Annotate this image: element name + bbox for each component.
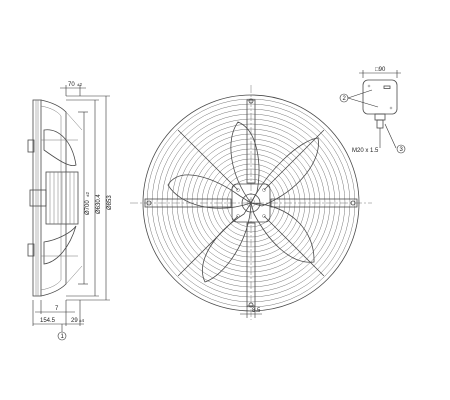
dim-diam-700-tol: ±2	[85, 192, 90, 197]
dim-diam-853: Ø853	[107, 195, 113, 210]
cable-gland-label: M20 x 1.5	[352, 148, 379, 154]
callout-3: 3	[400, 147, 404, 153]
dim-bottom-29-tol: ±4	[79, 318, 84, 323]
side-blade-upper	[43, 129, 77, 167]
dim-bottom-7: 7	[55, 306, 59, 312]
guard-wires	[151, 103, 351, 303]
strut-bottom	[246, 222, 256, 307]
dim-box-width: □90	[375, 67, 386, 73]
side-view: 70 ±2 Ø700 ±2 Ø630.4 Ø853 7 154.5 29 ±4 …	[27, 82, 113, 341]
fan-blades	[167, 121, 319, 283]
strut-right	[270, 198, 358, 208]
strut-top	[246, 99, 256, 184]
strut-left	[144, 198, 232, 208]
outer-guard-ring	[142, 94, 360, 312]
callout-2: 2	[343, 96, 347, 102]
side-ring	[32, 99, 42, 297]
dim-diam-700: Ø700	[85, 200, 91, 215]
dim-diam-630: Ø630.4	[96, 194, 102, 214]
callout-1: 1	[61, 334, 65, 340]
cable-gland	[374, 113, 386, 121]
callout-3-circle	[396, 144, 406, 154]
dim-top: 70	[68, 82, 75, 88]
dim-bottom-154: 154.5	[40, 318, 56, 324]
callout-1-circle	[57, 331, 67, 341]
callout-2-circle	[339, 93, 349, 103]
terminal-box-body	[362, 79, 398, 115]
front-view: 8.5	[130, 85, 372, 320]
dim-top-tol: ±2	[77, 82, 82, 87]
dim-bottom-29: 29	[71, 318, 78, 324]
side-blade-lower	[43, 225, 77, 265]
dim-hub-offset: 8.5	[252, 308, 261, 314]
motor-hub	[231, 183, 271, 223]
terminal-box: □90 2 M20 x 1.5 3	[339, 67, 406, 154]
